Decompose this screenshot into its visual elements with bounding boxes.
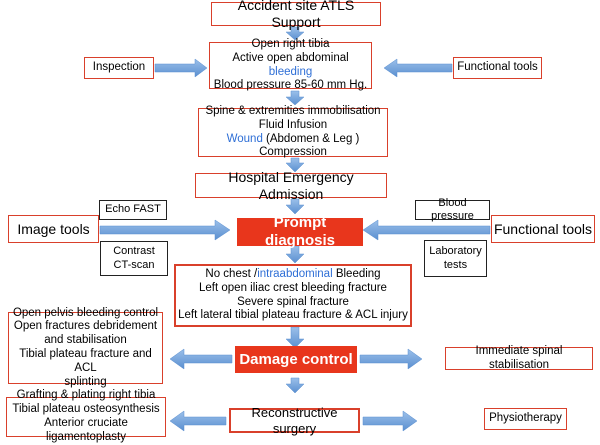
functional-tools-top-label: Functional tools <box>457 61 538 74</box>
arrow-functional-top <box>383 58 453 78</box>
inspection-label: Inspection <box>92 61 146 74</box>
inspection-box: Inspection <box>84 57 154 79</box>
prompt-diagnosis-box: Prompt diagnosis <box>237 214 363 249</box>
contrast-ct-box: Contrast CT-scan <box>100 241 168 276</box>
diagnosis-line1: No chest /intraabdominal Bleeding <box>205 268 380 282</box>
laboratory-line1: Laboratory <box>429 245 482 258</box>
arrow-down-2 <box>285 90 305 106</box>
arrow-functional-mid <box>362 219 491 241</box>
damage-control-box: Damage control <box>235 346 357 373</box>
laboratory-line2: tests <box>443 258 468 271</box>
grafting-line1: Grafting & plating right tibia <box>16 389 156 402</box>
diagnosis-line1-suffix: Bleeding <box>332 267 381 280</box>
contrast-line1: Contrast <box>113 245 155 258</box>
physiotherapy-label: Physiotherapy <box>489 412 562 425</box>
left-control-line5: splinting <box>64 375 107 388</box>
physiotherapy-box: Physiotherapy <box>484 408 567 430</box>
left-control-line3: and stabilisation <box>44 334 127 347</box>
findings-line3: Blood pressure 85-60 mm Hg. <box>213 79 368 92</box>
diagnosis-box: No chest /intraabdominal Bleeding Left o… <box>174 264 412 327</box>
reconstructive-box: Reconstructive surgery <box>229 404 360 436</box>
reconstructive-label: Reconstructive surgery <box>251 404 338 436</box>
functional-tools-top-box: Functional tools <box>453 57 542 79</box>
findings-line1: Open right tibia <box>251 37 330 50</box>
spinal-label: Immediate spinal stabilisation <box>475 344 563 371</box>
treatment-line3-text: (Abdomen & Leg ) Compression <box>259 132 360 159</box>
blood-pressure-label: Blood pressure <box>431 196 474 222</box>
contrast-line2: CT-scan <box>113 258 155 271</box>
findings-line2: Active open abdominal bleeding <box>210 52 371 80</box>
arrow-down-4 <box>285 198 305 215</box>
hospital-box: Hospital Emergency Admission <box>195 169 387 202</box>
echo-fast-label: Echo FAST <box>105 203 161 216</box>
diagnosis-line1-prefix: No chest / <box>205 267 258 280</box>
findings-box: Open right tibia Active open abdominal b… <box>209 38 372 91</box>
image-tools-box: Image tools <box>8 215 99 243</box>
echo-fast-box: Echo FAST <box>99 200 167 220</box>
arrow-down-7 <box>285 377 305 394</box>
left-control-line4: Tibial plateau fracture and ACL <box>19 348 152 374</box>
arrow-down-6 <box>285 326 305 349</box>
spinal-box: Immediate spinal stabilisation <box>445 344 593 371</box>
accident-site-box: Accident site ATLS Support <box>211 0 381 30</box>
arrow-image-tools <box>99 219 231 241</box>
treatment-box: Spine & extremities immobilisation Fluid… <box>198 104 388 158</box>
diagnosis-intraabdominal-highlight: intraabdominal <box>257 267 333 280</box>
accident-site-label: Accident site ATLS Support <box>237 0 355 30</box>
image-tools-label: Image tools <box>17 220 90 237</box>
arrow-inspection <box>154 58 208 78</box>
diagnosis-line3: Severe spinal fracture <box>237 295 349 308</box>
arrow-recon-left <box>169 410 227 432</box>
left-control-line1: Open pelvis bleeding control <box>12 306 159 319</box>
grafting-line2: Tibial plateau osteosynthesis <box>12 403 160 416</box>
grafting-line3: Anterior cruciate ligamentoplasty <box>44 417 128 443</box>
hospital-label: Hospital Emergency Admission <box>228 168 354 202</box>
treatment-line2: Fluid Infusion <box>258 118 328 131</box>
arrow-down-5 <box>285 245 305 264</box>
treatment-line3: Wound (Abdomen & Leg ) Compression <box>199 133 387 161</box>
left-control-box: Open pelvis bleeding control Open fractu… <box>8 307 163 388</box>
treatment-line1: Spine & extremities immobilisation <box>205 104 381 117</box>
prompt-diagnosis-label: Prompt diagnosis <box>264 214 335 249</box>
left-control-line2: Open fractures debridement <box>13 320 158 333</box>
damage-control-label: Damage control <box>239 350 353 368</box>
arrow-down-1 <box>285 26 305 41</box>
arrow-damage-right <box>359 348 423 370</box>
findings-bleeding-highlight: bleeding <box>268 65 313 78</box>
diagnosis-line4: Left lateral tibial plateau fracture & A… <box>178 309 408 322</box>
functional-tools-mid-label: Functional tools <box>493 220 593 237</box>
laboratory-box: Laboratory tests <box>424 240 487 277</box>
functional-tools-mid-box: Functional tools <box>491 215 595 243</box>
findings-line2-text: Active open abdominal <box>232 51 349 64</box>
treatment-wound-highlight: Wound <box>226 132 263 145</box>
arrow-damage-left <box>169 348 233 370</box>
arrow-down-3 <box>285 157 305 173</box>
diagnosis-line2: Left open iliac crest bleeding fracture <box>199 281 387 294</box>
grafting-box: Grafting & plating right tibia Tibial pl… <box>6 389 166 443</box>
arrow-recon-right <box>362 410 418 432</box>
blood-pressure-box: Blood pressure <box>415 196 490 222</box>
